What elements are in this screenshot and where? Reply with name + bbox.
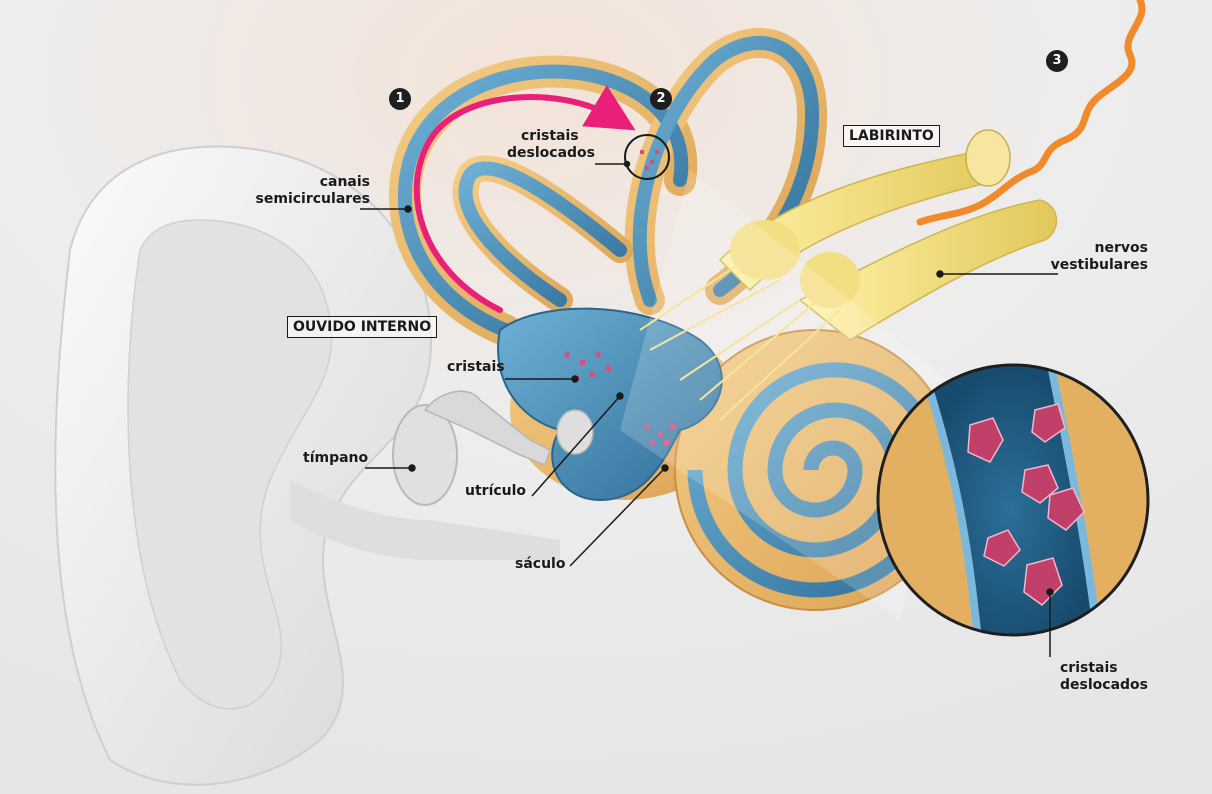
inner-ear-title: OUVIDO INTERNO [287, 316, 438, 338]
ossicles [392, 390, 594, 506]
leader-lines [360, 160, 1058, 657]
vestibular-nerves [639, 129, 1058, 421]
zoom-beam [620, 170, 960, 620]
utricle-label: utrículo [465, 483, 527, 499]
zoom-magnifier [876, 363, 1150, 637]
zoom-displaced-crystals-label-line1: cristais [1060, 660, 1118, 676]
semicircular-canals-label-line2: semicirculares [255, 191, 370, 207]
vestibule-crystals [564, 351, 675, 447]
step-1-marker: 1 [389, 88, 411, 110]
displaced-crystals-highlight [624, 134, 670, 180]
displaced-crystals-label-line1: cristais [521, 128, 579, 144]
signal-wave [916, 0, 1146, 226]
displaced-crystals-label-line2: deslocados [507, 145, 595, 161]
vestibular-nerves-label-line1: nervos [1094, 240, 1148, 256]
tympanum-label: tímpano [303, 450, 369, 466]
step-3-marker: 3 [1046, 50, 1068, 72]
crystal-motion-arrow [413, 85, 636, 313]
canal-crystals [640, 150, 659, 170]
semicircular-canals-label-line1: canais [319, 174, 370, 190]
zoom-displaced-crystals-label-line2: deslocados [1060, 677, 1148, 693]
outer-ear [54, 145, 560, 786]
vestibular-nerves-label-line2: vestibulares [1050, 257, 1148, 273]
displaced-crystals-label: cristais deslocados [507, 128, 595, 162]
vestibular-nerves-label: nervos vestibulares [1030, 240, 1148, 274]
semicircular-canals-label: canais semicirculares [220, 174, 370, 208]
saccule-label: sáculo [515, 556, 566, 572]
crystals-label: cristais [447, 359, 505, 375]
zoom-displaced-crystals-label: cristais deslocados [1060, 660, 1148, 694]
labyrinth-title: LABIRINTO [843, 125, 940, 147]
step-2-marker: 2 [650, 88, 672, 110]
